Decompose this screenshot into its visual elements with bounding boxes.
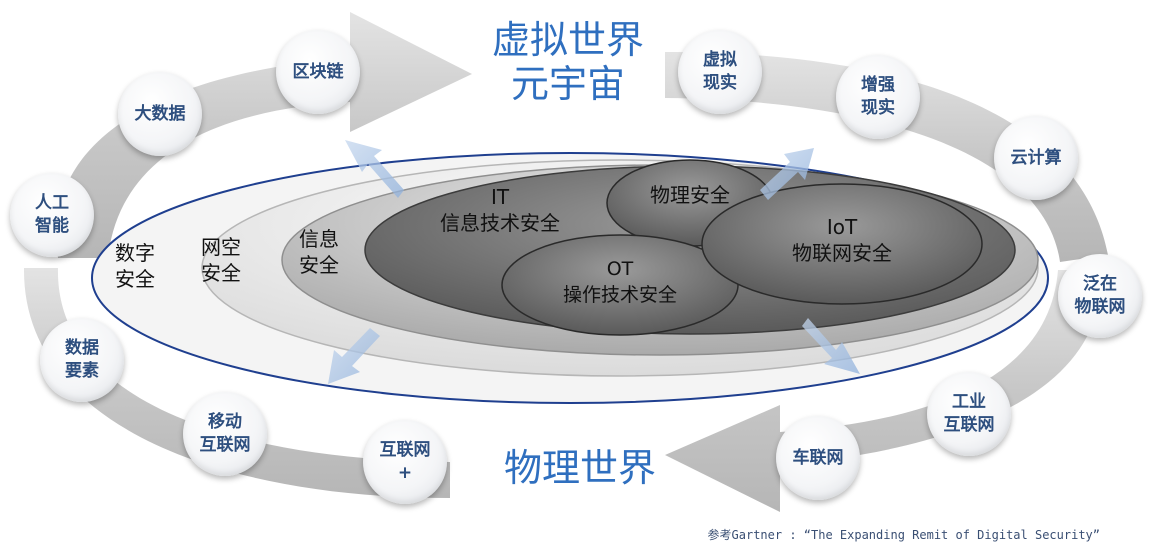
arrow-up-right-icon [760, 148, 814, 200]
iot-security-label: IoT 物联网安全 [792, 215, 892, 265]
arrow-up-left-icon [345, 140, 404, 198]
arrow-down-right-icon [802, 318, 860, 374]
virtual-world-title: 虚拟世界 元宇宙 [491, 18, 644, 106]
node-data-elements: 数据 要素 [40, 318, 124, 402]
node-mobile-internet: 移动 互联网 [183, 392, 267, 476]
ot-security-label: OT 操作技术安全 [562, 258, 677, 306]
node-augmented-reality: 增强 现实 [836, 55, 920, 139]
node-cloud-computing: 云计算 [994, 116, 1078, 200]
node-virtual-reality: 虚拟 现实 [678, 30, 762, 114]
node-ubiquitous-iot: 泛在 物联网 [1058, 254, 1142, 338]
node-vehicle-network: 车联网 [776, 416, 860, 500]
source-footnote: 参考Gartner : “The Expanding Remit of Digi… [707, 528, 1100, 542]
cyberspace-security-label: 网空 安全 [201, 235, 241, 285]
node-big-data: 大数据 [118, 72, 202, 156]
cycle-arrow-top-left [56, 12, 472, 258]
ring-iot-security [701, 183, 983, 305]
digital-security-label: 数字 安全 [115, 241, 155, 291]
it-security-label: IT 信息技术安全 [440, 185, 560, 235]
physical-world-title: 物理世界 [503, 446, 656, 490]
node-industrial-internet: 工业 互联网 [927, 372, 1011, 456]
information-security-label: 信息 安全 [299, 227, 339, 277]
arrow-down-left-icon [328, 328, 380, 384]
node-ai: 人工 智能 [10, 173, 94, 257]
node-internet-plus: 互联网 + [363, 420, 447, 504]
node-blockchain: 区块链 [276, 30, 360, 114]
cycle-arrow-bottom-right [665, 270, 1101, 512]
physical-security-label: 物理安全 [650, 183, 730, 207]
